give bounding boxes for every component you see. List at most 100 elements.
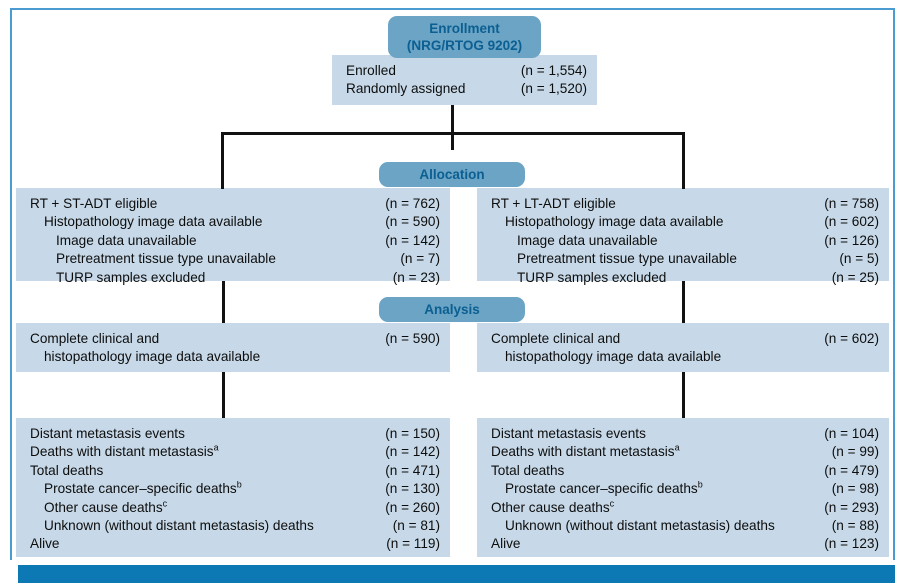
- allocation-left-row-image-data-available: Histopathology image data available (n =…: [30, 213, 440, 231]
- section-header-analysis: Analysis: [379, 297, 525, 322]
- row-count: (n = 590): [385, 331, 440, 346]
- row-count: (n = 293): [824, 499, 879, 515]
- row-label: Total deaths: [30, 462, 104, 478]
- row-label: TURP samples excluded: [56, 269, 206, 285]
- outcomes-right-row-distant-metastasis-events: Distant metastasis events (n = 104): [491, 425, 879, 443]
- connector-split-to-right-allocation: [682, 132, 685, 189]
- section-header-enrollment: Enrollment (NRG/RTOG 9202): [388, 16, 541, 58]
- allocation-right-row-image-data-available: Histopathology image data available (n =…: [491, 213, 879, 231]
- allocation-left-row-pretreatment-tissue-unavailable: Pretreatment tissue type unavailable (n …: [30, 250, 440, 268]
- row-count: (n = 602): [824, 214, 879, 230]
- outcomes-left-row-distant-metastasis-events: Distant metastasis events (n = 150): [30, 425, 440, 443]
- outcomes-left-row-total-deaths: Total deaths (n = 471): [30, 462, 440, 480]
- outcomes-right-row-total-deaths: Total deaths (n = 479): [491, 462, 879, 480]
- enrollment-title-line2: (NRG/RTOG 9202): [406, 38, 523, 53]
- footnote-marker-b: b: [236, 479, 242, 490]
- row-count: (n = 25): [831, 269, 879, 285]
- row-label: Prostate cancer–specific deathsb: [44, 479, 242, 497]
- analysis-box-right: Complete clinical and (n = 602) histopat…: [477, 323, 889, 372]
- connector-split-horizontal: [221, 132, 684, 135]
- row-count: (n = 150): [385, 426, 440, 441]
- row-count: (n = 123): [824, 536, 879, 552]
- allocation-box-left: RT + ST-ADT eligible (n = 762) Histopath…: [16, 188, 450, 285]
- outcomes-left-row-prostate-cancer-specific-deaths: Prostate cancer–specific deathsb (n = 13…: [30, 480, 440, 498]
- connector-split-to-left-allocation: [221, 132, 224, 189]
- row-label: Distant metastasis events: [30, 426, 185, 441]
- row-count: (n = 758): [824, 196, 879, 211]
- row-label: Other cause deathsc: [44, 498, 168, 515]
- connector-left-analysis-to-outcomes: [222, 372, 225, 418]
- outcomes-box-left: Distant metastasis events (n = 150) Deat…: [16, 418, 450, 557]
- allocation-left-row-image-data-unavailable: Image data unavailable (n = 142): [30, 232, 440, 250]
- allocation-right-row-pretreatment-tissue-unavailable: Pretreatment tissue type unavailable (n …: [491, 250, 879, 268]
- row-label: histopathology image data available: [505, 349, 722, 365]
- analysis-left-row-complete-data: Complete clinical and (n = 590): [30, 330, 440, 348]
- footnote-marker-c: c: [162, 498, 168, 509]
- row-label: Total deaths: [491, 462, 565, 478]
- connector-enrollment-down: [451, 105, 454, 150]
- row-label: Enrolled: [346, 63, 396, 78]
- analysis-right-row-continuation: histopathology image data available: [491, 348, 879, 366]
- row-label: Histopathology image data available: [44, 214, 263, 230]
- row-label: Histopathology image data available: [505, 214, 724, 230]
- allocation-left-row-turp-excluded: TURP samples excluded (n = 23): [30, 269, 440, 287]
- outcomes-left-row-alive: Alive (n = 119): [30, 535, 440, 553]
- row-count: (n = 104): [824, 426, 879, 441]
- row-label: Distant metastasis events: [491, 426, 646, 441]
- outcomes-left-row-other-cause-deaths: Other cause deathsc (n = 260): [30, 499, 440, 517]
- analysis-left-row-continuation: histopathology image data available: [30, 348, 440, 366]
- enrollment-title-line1: Enrollment: [429, 21, 500, 36]
- row-count: (n = 142): [385, 444, 440, 460]
- row-label: Complete clinical and: [491, 331, 621, 346]
- outcomes-right-row-unknown-deaths: Unknown (without distant metastasis) dea…: [491, 517, 879, 535]
- row-label: Image data unavailable: [56, 232, 197, 248]
- row-label: Image data unavailable: [517, 232, 658, 248]
- row-count: (n = 23): [392, 269, 440, 285]
- enrollment-row-randomly-assigned: Randomly assigned (n = 1,520): [346, 80, 587, 98]
- row-count: (n = 1,520): [520, 81, 587, 97]
- outcomes-right-row-alive: Alive (n = 123): [491, 535, 879, 553]
- row-label: Deaths with distant metastasisa: [491, 442, 680, 460]
- row-count: (n = 99): [831, 444, 879, 460]
- row-count: (n = 130): [385, 481, 440, 497]
- row-count: (n = 98): [831, 481, 879, 497]
- allocation-left-row-eligible: RT + ST-ADT eligible (n = 762): [30, 195, 440, 213]
- row-count: (n = 602): [824, 331, 879, 346]
- connector-right-allocation-to-analysis: [682, 281, 685, 323]
- outcomes-left-row-deaths-with-distant-metastasis: Deaths with distant metastasisa (n = 142…: [30, 443, 440, 461]
- row-count: (n = 762): [385, 196, 440, 211]
- row-count: (n = 126): [824, 232, 879, 248]
- row-count: (n = 7): [400, 251, 440, 267]
- row-count: (n = 260): [385, 499, 440, 515]
- row-label: Deaths with distant metastasisa: [30, 442, 219, 460]
- row-label: Pretreatment tissue type unavailable: [56, 251, 276, 267]
- row-label: Pretreatment tissue type unavailable: [517, 251, 737, 267]
- outcomes-right-row-prostate-cancer-specific-deaths: Prostate cancer–specific deathsb (n = 98…: [491, 480, 879, 498]
- footnote-marker-a: a: [213, 442, 219, 453]
- row-count: (n = 471): [385, 462, 440, 478]
- footnote-marker-a: a: [674, 442, 680, 453]
- analysis-right-row-complete-data: Complete clinical and (n = 602): [491, 330, 879, 348]
- row-label: Prostate cancer–specific deathsb: [505, 479, 703, 497]
- footnote-marker-b: b: [697, 479, 703, 490]
- row-label: Unknown (without distant metastasis) dea…: [44, 518, 314, 534]
- row-label: RT + LT-ADT eligible: [491, 196, 616, 211]
- row-label: Unknown (without distant metastasis) dea…: [505, 518, 775, 534]
- outcomes-right-row-deaths-with-distant-metastasis: Deaths with distant metastasisa (n = 99): [491, 443, 879, 461]
- row-label: Alive: [491, 536, 521, 552]
- enrollment-box: Enrolled (n = 1,554) Randomly assigned (…: [332, 55, 597, 105]
- enrollment-row-enrolled: Enrolled (n = 1,554): [346, 62, 587, 80]
- section-header-allocation: Allocation: [379, 162, 525, 187]
- analysis-title: Analysis: [424, 302, 480, 317]
- outcomes-box-right: Distant metastasis events (n = 104) Deat…: [477, 418, 889, 557]
- outcomes-right-row-other-cause-deaths: Other cause deathsc (n = 293): [491, 499, 879, 517]
- row-label: Complete clinical and: [30, 331, 160, 346]
- allocation-right-row-eligible: RT + LT-ADT eligible (n = 758): [491, 195, 879, 213]
- row-count: (n = 119): [386, 536, 440, 552]
- row-label: histopathology image data available: [44, 349, 261, 365]
- row-count: (n = 5): [839, 251, 879, 267]
- row-count: (n = 88): [831, 518, 879, 534]
- row-label: Randomly assigned: [346, 81, 466, 97]
- row-label: Other cause deathsc: [491, 498, 615, 515]
